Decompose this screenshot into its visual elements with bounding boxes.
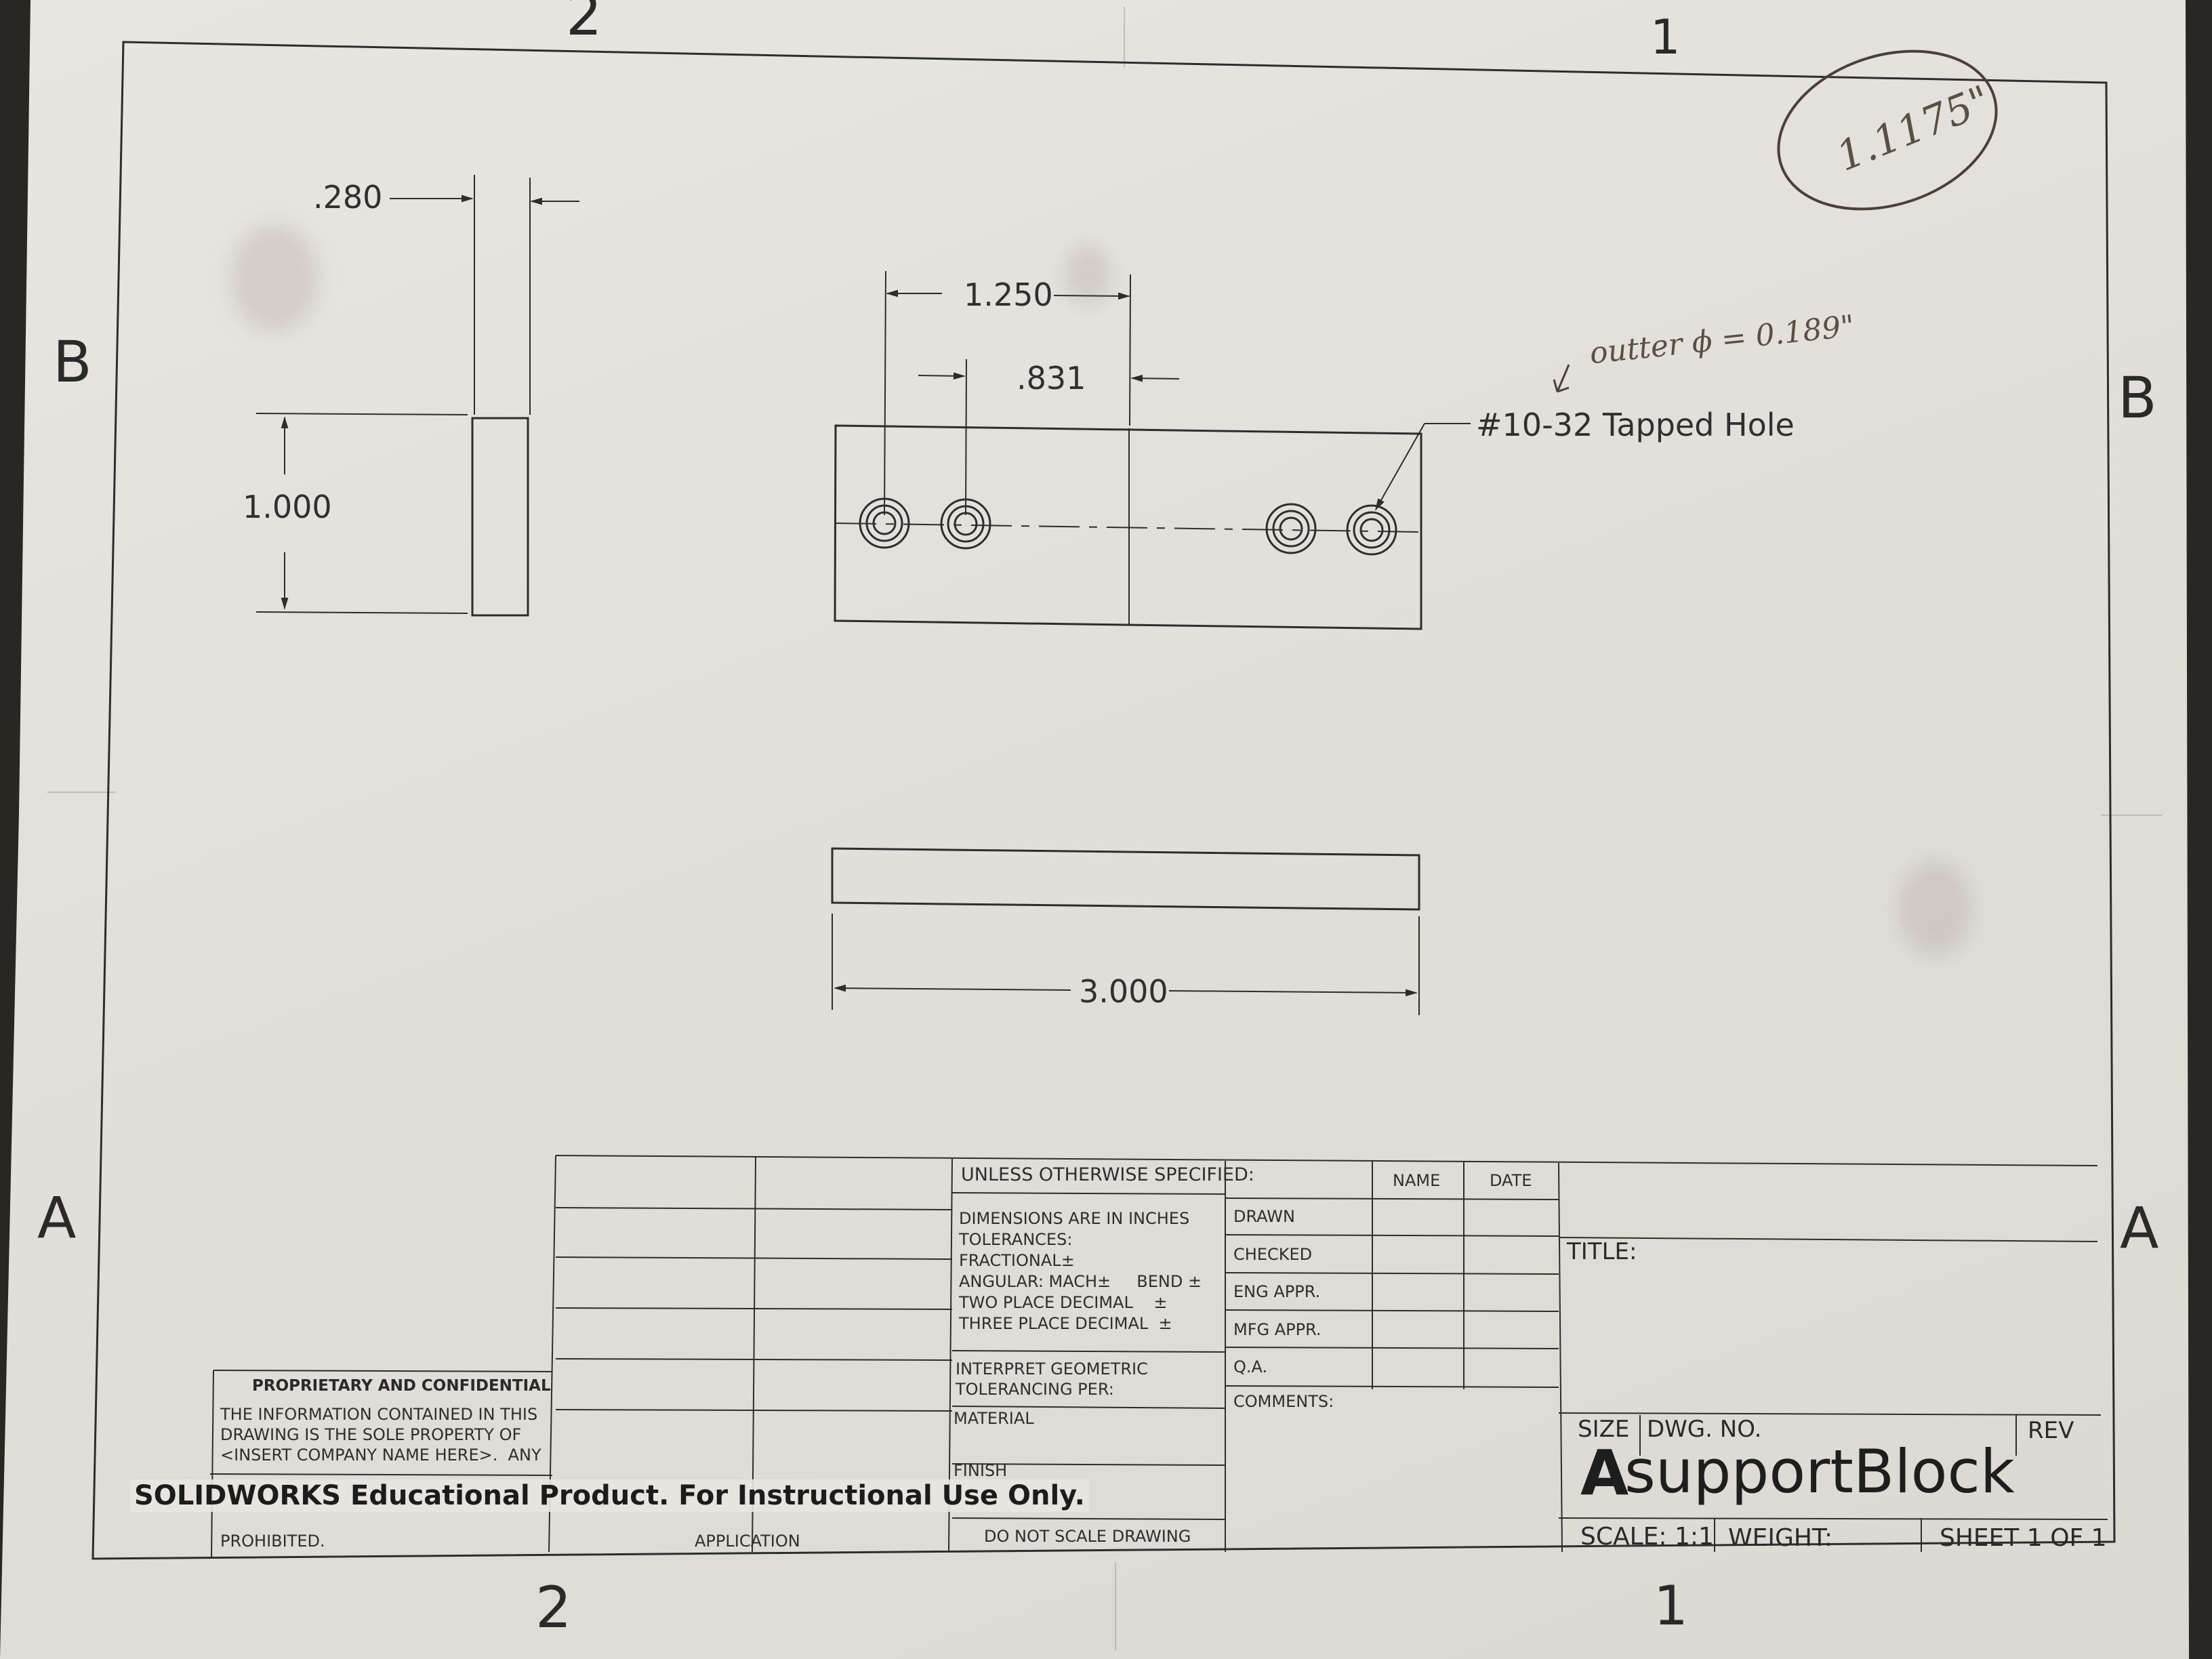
- educational-watermark: SOLIDWORKS Educational Product. For Inst…: [130, 1479, 1089, 1512]
- zone-marker-top-1: 1: [1650, 9, 1681, 65]
- zone-marker-right-a: A: [2120, 1195, 2159, 1261]
- zone-marker-bottom-1: 1: [1654, 1574, 1688, 1637]
- zone-marker-right-b: B: [2118, 365, 2157, 431]
- smudge: [1898, 861, 1972, 956]
- zone-marker-left-b: B: [53, 329, 92, 395]
- finish-label: FINISH: [954, 1461, 1008, 1480]
- smudge: [1064, 244, 1111, 305]
- sheet-label: SHEET 1 OF 1: [1940, 1524, 2107, 1552]
- scale-label: SCALE: 1:1: [1580, 1523, 1714, 1551]
- dims-in-inches: DIMENSIONS ARE IN INCHES: [959, 1209, 1190, 1228]
- zone-divider: [1124, 7, 1125, 68]
- dim-height: 1.000: [243, 489, 332, 525]
- tolerances: TOLERANCES:: [959, 1230, 1073, 1249]
- dim-overall-length: 3.000: [1079, 973, 1168, 1010]
- proprietary-cut-line: PROHIBITED.: [220, 1532, 325, 1551]
- proprietary-heading: PROPRIETARY AND CONFIDENTIAL: [252, 1377, 551, 1395]
- drawing-number: supportBlock: [1624, 1437, 2015, 1507]
- comments-label: COMMENTS:: [1233, 1392, 1334, 1411]
- weight-label: WEIGHT:: [1728, 1524, 1833, 1552]
- date-header: DATE: [1490, 1171, 1532, 1190]
- proprietary-line: <INSERT COMPANY NAME HERE>. ANY: [220, 1446, 541, 1465]
- zone-marker-left-a: A: [37, 1185, 77, 1251]
- unless-specified: UNLESS OTHERWISE SPECIFIED:: [961, 1164, 1254, 1185]
- zone-marker-top-2: 2: [566, 0, 602, 48]
- proprietary-line: THE INFORMATION CONTAINED IN THIS: [220, 1405, 538, 1424]
- three-place-decimal: THREE PLACE DECIMAL ±: [959, 1314, 1172, 1333]
- side-view: [471, 417, 529, 617]
- do-not-scale: DO NOT SCALE DRAWING: [984, 1527, 1191, 1546]
- material-label: MATERIAL: [954, 1409, 1034, 1428]
- zone-divider: [2101, 815, 2162, 816]
- tolerancing-per: TOLERANCING PER:: [956, 1380, 1114, 1399]
- application-cut-label: APPLICATION: [695, 1532, 800, 1551]
- name-header: NAME: [1393, 1171, 1441, 1190]
- dwg-no-label: DWG. NO.: [1647, 1416, 1762, 1443]
- mfg-appr-label: MFG APPR.: [1233, 1320, 1322, 1339]
- angular: ANGULAR: MACH± BEND ±: [959, 1272, 1202, 1291]
- zone-divider: [1115, 1562, 1116, 1650]
- drawn-label: DRAWN: [1233, 1207, 1295, 1226]
- tapped-hole: [1265, 503, 1317, 554]
- interpret-geometric: INTERPRET GEOMETRIC: [956, 1359, 1148, 1378]
- sheet-border: [91, 41, 2116, 1560]
- size-value: A: [1580, 1437, 1629, 1509]
- checked-label: CHECKED: [1233, 1245, 1313, 1264]
- qa-label: Q.A.: [1233, 1357, 1268, 1376]
- handwritten-circle: [1777, 49, 1998, 211]
- dim-hole-spacing: .831: [1017, 360, 1086, 396]
- bottom-view: [831, 847, 1420, 911]
- zone-marker-bottom-2: 2: [535, 1574, 572, 1641]
- two-place-decimal: TWO PLACE DECIMAL ±: [959, 1293, 1168, 1312]
- proprietary-line: DRAWING IS THE SOLE PROPERTY OF: [220, 1425, 522, 1444]
- tapped-hole: [1346, 504, 1397, 556]
- front-view: [834, 424, 1422, 630]
- eng-appr-label: ENG APPR.: [1233, 1282, 1321, 1301]
- rev-label: REV: [2028, 1417, 2074, 1444]
- size-label: SIZE: [1578, 1416, 1630, 1443]
- zone-divider: [47, 792, 115, 793]
- hole-callout: #10-32 Tapped Hole: [1476, 407, 1795, 443]
- smudge: [230, 224, 319, 332]
- dim-thickness: .280: [313, 179, 383, 216]
- fractional: FRACTIONAL±: [959, 1251, 1075, 1270]
- dim-hole-span: 1.250: [964, 276, 1053, 313]
- title-label: TITLE:: [1567, 1238, 1637, 1265]
